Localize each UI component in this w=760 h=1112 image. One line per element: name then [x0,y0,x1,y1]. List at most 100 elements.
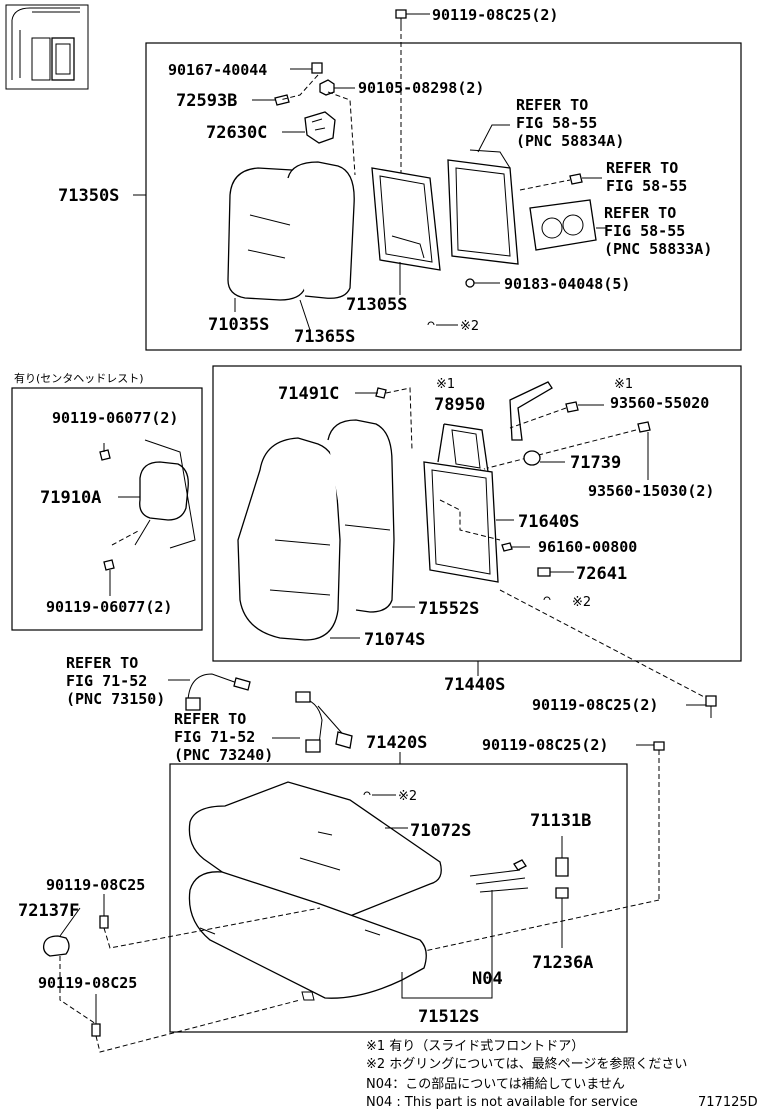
seatback-cover-rear [327,419,395,613]
label-71350s: 71350S [58,186,119,206]
label-71491c: 71491C [278,384,339,404]
seatback-frame [371,167,441,271]
bolt-icon [705,695,717,707]
bolt-icon [99,915,109,929]
figure-code: 717125D [698,1095,758,1110]
label-71910a: 71910A [40,488,101,508]
refer-58834a-line1: REFER TO [516,96,588,114]
hog-ring-icon [543,596,551,601]
label-90119-08c25-right: 90119-08C25(2) [482,736,608,754]
label-90119-06077-a: 90119-06077(2) [52,409,178,427]
footnote-3: N04：この部品については補給していません [366,1077,625,1092]
bolt-icon [565,401,579,413]
label-90119-08c25-mid: 90119-08C25(2) [532,696,658,714]
bolt-icon [91,1023,101,1037]
seatback-pad-rear [287,161,355,331]
footnote-2: ※2 ホグリングについては、最終ページを参照ください [366,1056,687,1072]
label-71420s: 71420S [366,733,427,753]
refer-58833a-line3: (PNC 58833A) [604,240,712,258]
knob-icon [523,450,541,466]
label-78950: 78950 [434,395,485,415]
seatback-board [447,149,519,265]
label-90119-06077-b: 90119-06077(2) [46,598,172,616]
refer-58834a-line3: (PNC 58834A) [516,132,624,150]
refer-73240-line1: REFER TO [174,710,246,728]
refer-73240-line3: (PNC 73240) [174,746,273,764]
bolt-icon [395,9,407,26]
label-90119-08c25: 90119-08C25(2) [432,6,558,24]
refer-73240-line2: FIG 71-52 [174,728,255,746]
nut-icon [319,79,335,96]
clip-icon [274,94,290,106]
label-90183-04048: 90183-04048(5) [504,275,630,293]
label-71305s: 71305S [346,295,407,315]
clip-icon [501,542,513,552]
label-72630c: 72630C [206,123,267,143]
label-96160-00800: 96160-00800 [538,538,637,556]
seatback-frame-assy [423,423,499,583]
bolt-icon [103,559,115,571]
label-72137f: 72137F [18,901,79,921]
refer-58833a-line2: FIG 58-55 [604,222,685,240]
hog-ring-icon [363,791,371,796]
label-90105-08298: 90105-08298(2) [358,79,484,97]
refer-58-55-line2: FIG 58-55 [606,177,687,195]
group-box-seatback [145,42,742,351]
clip-icon [555,887,569,899]
strap-icon [509,381,553,441]
wire-harness [469,859,529,893]
label-note-mark-1: ※1 [436,377,455,392]
label-93560-15030: 93560-15030(2) [588,482,714,500]
label-n04: N04 [472,969,503,989]
seat-cushion-pad [188,871,427,1001]
label-71131b: 71131B [530,811,591,831]
label-72593b: 72593B [176,91,237,111]
bolt-icon [99,449,111,461]
label-71072s: 71072S [410,821,471,841]
label-71552s: 71552S [418,599,479,619]
label-71739: 71739 [570,453,621,473]
harness-icon [295,691,353,753]
bolt-icon [637,421,651,433]
seatback-cover-front [237,437,341,641]
clip-icon [465,278,475,288]
headrest [134,439,196,549]
bolt-icon [653,741,665,751]
headrest-group-title: 有り(センタヘッドレスト) [14,371,144,385]
footnote-4: N04 : This part is not available for ser… [366,1095,638,1110]
pin-icon [537,567,551,577]
refer-58834a-line2: FIG 58-55 [516,114,597,132]
label-hog-ring-note-c: ※2 [398,789,417,804]
label-71440s: 71440S [444,675,505,695]
footnote-1: ※1 有り（スライド式フロントドア） [366,1039,584,1054]
refer-73150-line3: (PNC 73150) [66,690,165,708]
group-box-seat-cushion [169,763,628,1033]
hog-ring-icon [427,321,435,326]
label-71236a: 71236A [532,953,593,973]
label-note-mark-1b: ※1 [614,377,633,392]
label-93560-55020: 93560-55020 [610,394,709,412]
bolt-icon [311,62,323,74]
label-hog-ring-note-b: ※2 [572,595,591,610]
group-box-headrest [11,387,203,631]
label-90119-08c25-l2: 90119-08C25 [38,974,137,992]
label-71035s: 71035S [208,315,269,335]
refer-73150-line1: REFER TO [66,654,138,672]
vehicle-locator-icon [5,4,89,90]
cap-icon [42,935,70,957]
label-hog-ring-note: ※2 [460,319,479,334]
refer-58-55-line1: REFER TO [606,159,678,177]
label-tag-icon [555,857,569,877]
label-71365s: 71365S [294,327,355,347]
bracket-icon [304,111,336,144]
label-90119-08c25-l1: 90119-08C25 [46,876,145,894]
screw-icon [569,173,583,185]
cup-holder-cover [529,199,597,251]
label-71074s: 71074S [364,630,425,650]
label-90167-40044: 90167-40044 [168,61,267,79]
refer-73150-line2: FIG 71-52 [66,672,147,690]
label-71640s: 71640S [518,512,579,532]
group-box-seatback-assy [212,365,742,662]
harness-icon [185,673,251,711]
